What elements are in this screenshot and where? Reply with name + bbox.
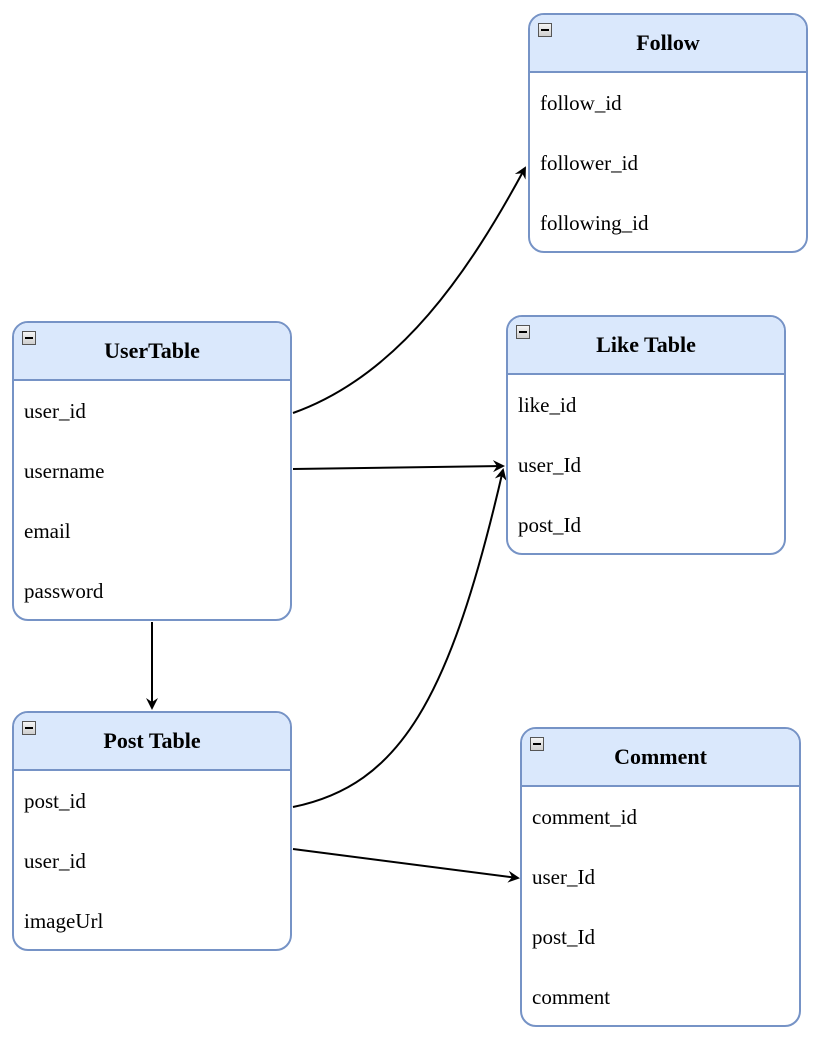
field-like-post-id[interactable]: post_Id	[518, 512, 581, 537]
follow-table-header[interactable]: Follow	[530, 15, 806, 73]
field-like-user-id[interactable]: user_Id	[518, 452, 581, 477]
table-title: Like Table	[596, 332, 696, 357]
field-post-user-id[interactable]: user_id	[24, 848, 86, 873]
comment-table[interactable]: Comment comment_id user_Id post_Id comme…	[520, 727, 801, 1027]
field-password[interactable]: password	[24, 578, 104, 603]
collapse-icon[interactable]	[538, 23, 552, 37]
edge-post-to-comment	[292, 848, 520, 883]
field-comment[interactable]: comment	[532, 984, 611, 1009]
collapse-icon[interactable]	[22, 331, 36, 345]
comment-table-header[interactable]: Comment	[522, 729, 799, 787]
collapse-icon[interactable]	[22, 721, 36, 735]
table-title: Comment	[614, 744, 707, 769]
user-table-header[interactable]: UserTable	[14, 323, 290, 381]
field-comment-post-id[interactable]: post_Id	[532, 924, 595, 949]
table-title: UserTable	[104, 338, 200, 363]
edge-user-to-follow	[292, 166, 526, 414]
post-table[interactable]: Post Table post_id user_id imageUrl	[12, 711, 292, 951]
like-table-header[interactable]: Like Table	[508, 317, 784, 375]
field-user-id[interactable]: user_id	[24, 398, 86, 423]
field-image-url[interactable]: imageUrl	[24, 908, 104, 933]
field-comment-user-id[interactable]: user_Id	[532, 864, 595, 889]
table-title: Post Table	[103, 728, 201, 753]
field-follower-id[interactable]: follower_id	[540, 150, 638, 175]
edge-post-to-like	[292, 468, 507, 808]
user-table[interactable]: UserTable user_id username email passwor…	[12, 321, 292, 621]
field-username[interactable]: username	[24, 458, 105, 483]
post-table-header[interactable]: Post Table	[14, 713, 290, 771]
field-like-id[interactable]: like_id	[518, 392, 577, 417]
follow-table[interactable]: Follow follow_id follower_id following_i…	[528, 13, 808, 253]
field-email[interactable]: email	[24, 518, 71, 543]
edge-user-to-like	[292, 460, 505, 473]
like-table[interactable]: Like Table like_id user_Id post_Id	[506, 315, 786, 555]
table-title: Follow	[636, 30, 700, 55]
field-follow-id[interactable]: follow_id	[540, 90, 622, 115]
collapse-icon[interactable]	[516, 325, 530, 339]
field-comment-id[interactable]: comment_id	[532, 804, 637, 829]
field-post-id[interactable]: post_id	[24, 788, 86, 813]
field-following-id[interactable]: following_id	[540, 210, 649, 235]
collapse-icon[interactable]	[530, 737, 544, 751]
